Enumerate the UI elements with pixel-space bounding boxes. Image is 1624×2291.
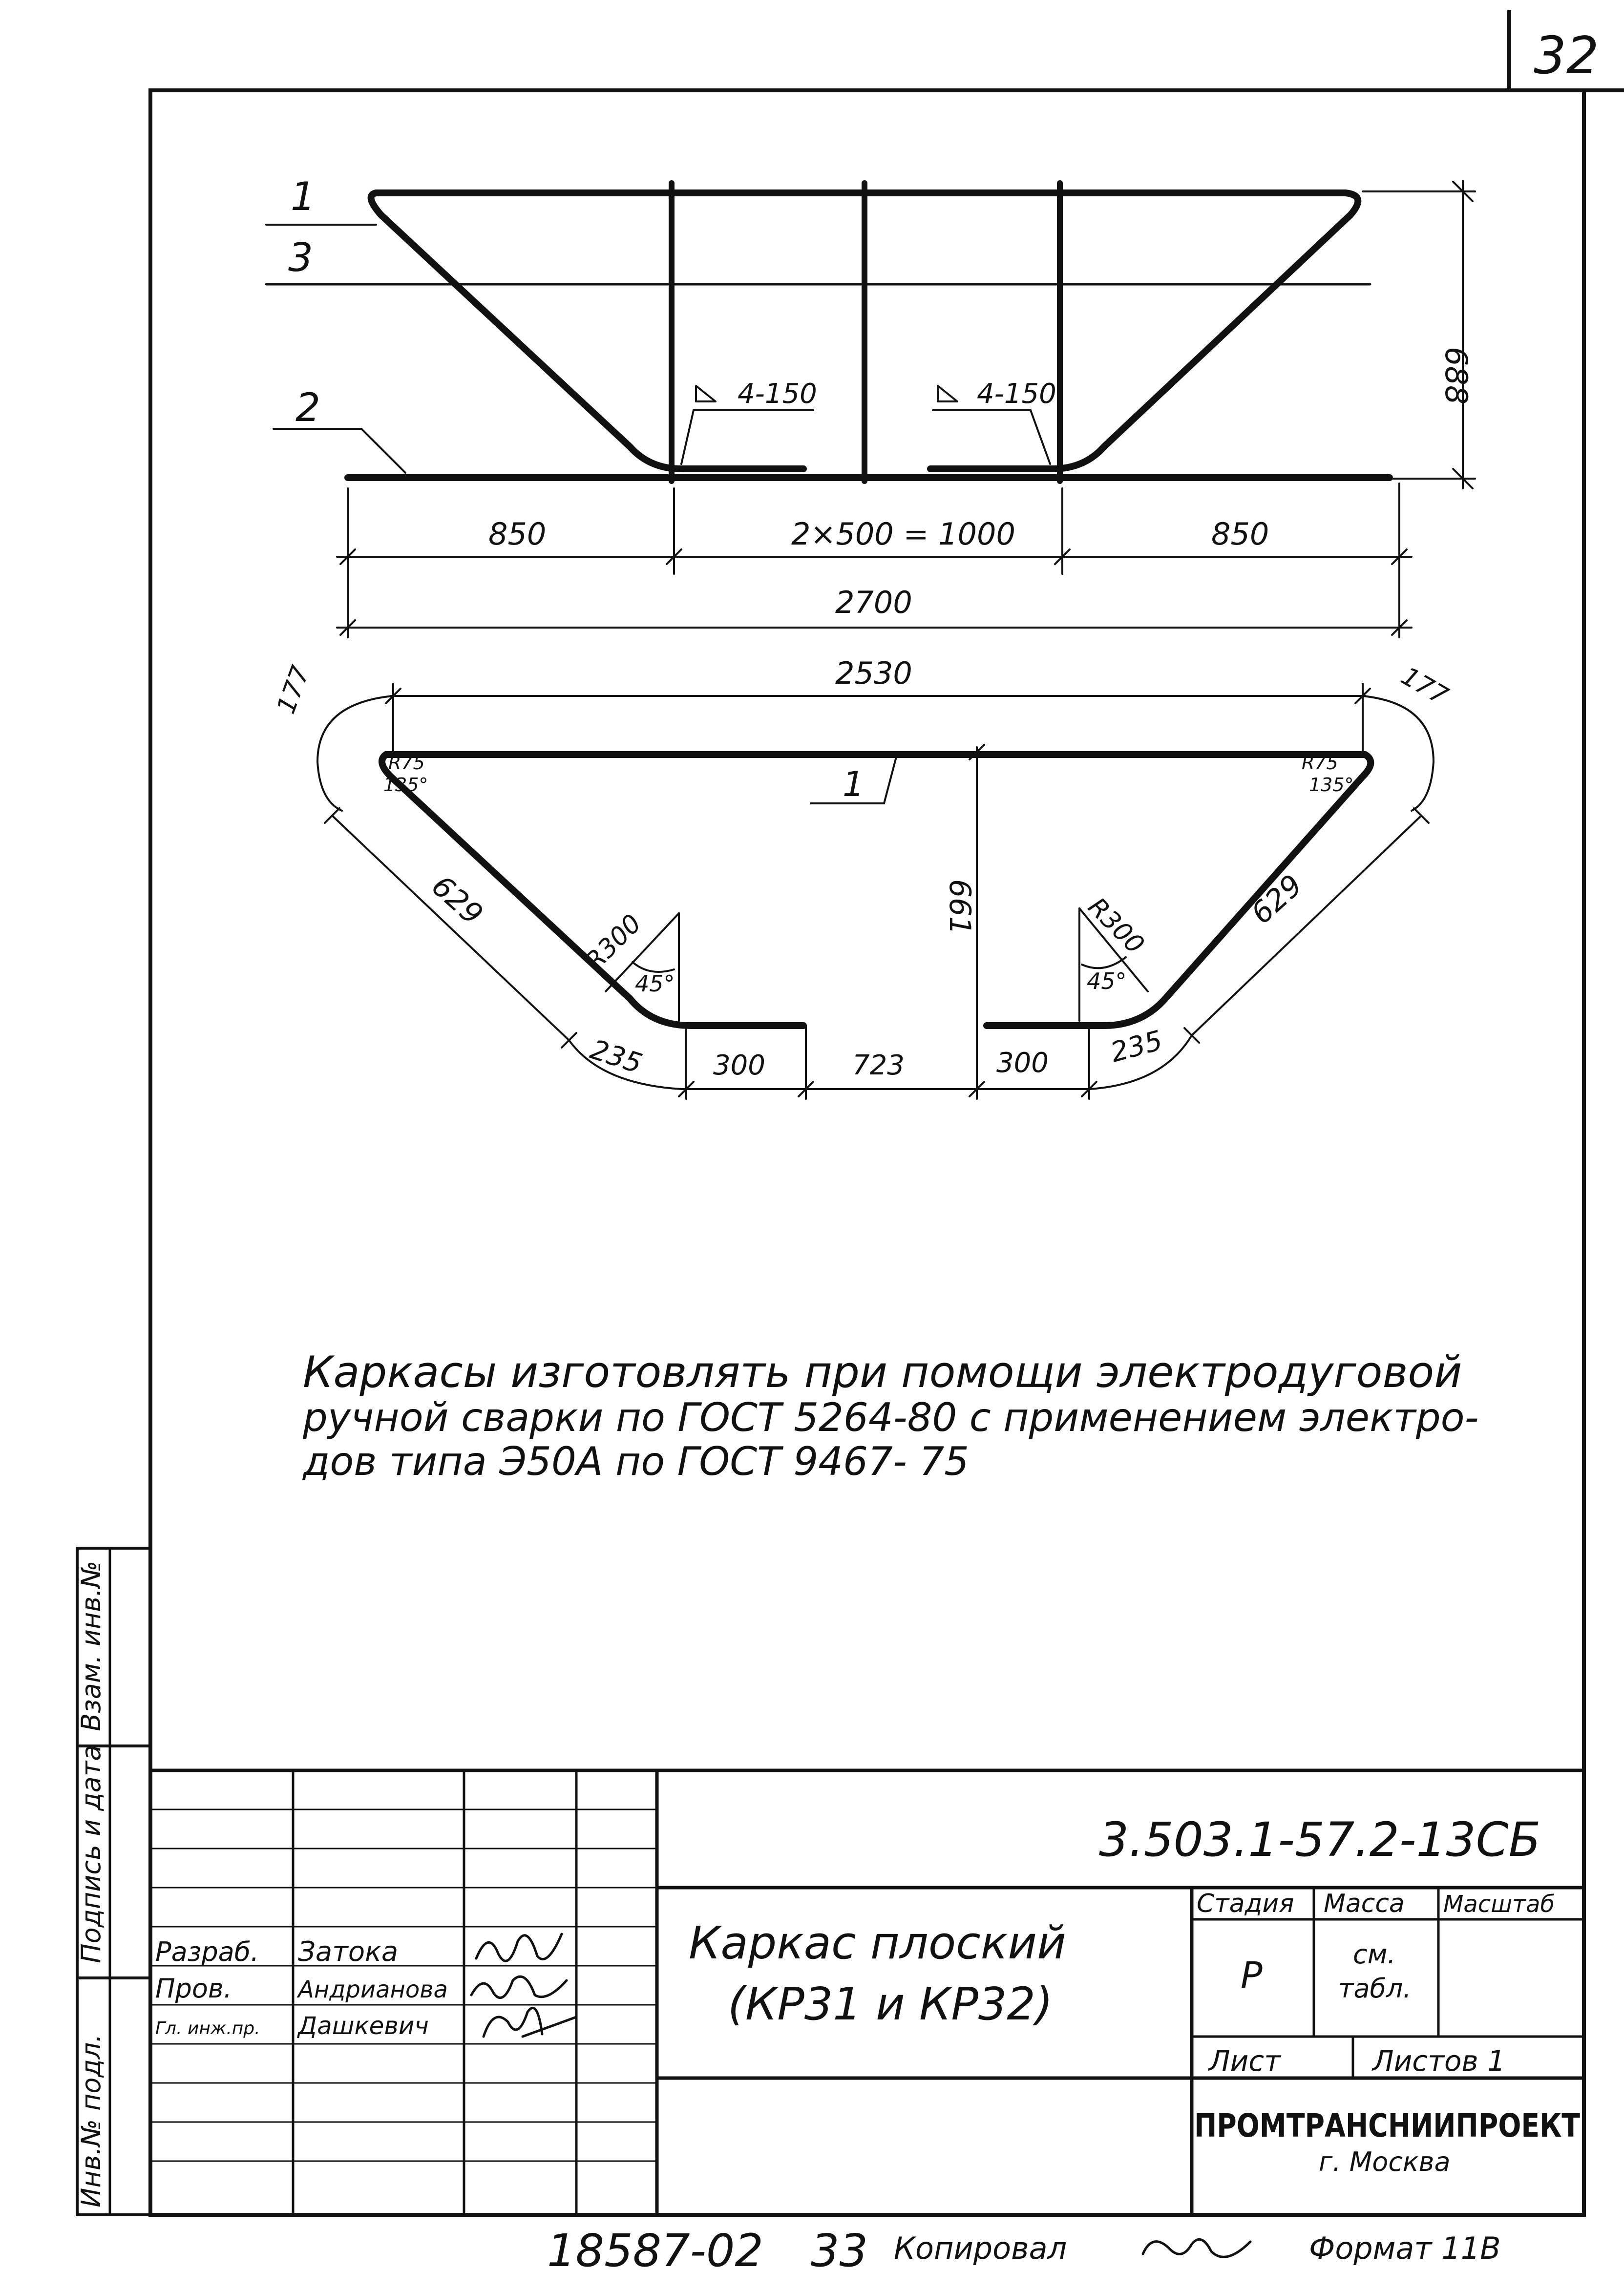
dim-629-right: 629 xyxy=(1244,868,1309,931)
doc-code: 3.503.1-57.2-13СБ xyxy=(1099,1812,1541,1867)
welding-note: Каркасы изготовлять при помощи электроду… xyxy=(302,1347,1478,1484)
callout-1: 1 xyxy=(291,174,316,219)
dim-235-right: 235 xyxy=(1107,1025,1166,1069)
callout-3: 3 xyxy=(288,235,313,280)
stage-value: Р xyxy=(1241,1955,1263,1997)
top-frame-drawing xyxy=(265,180,1476,638)
footer-format: Формат 11В xyxy=(1309,2230,1501,2266)
drawing-frame xyxy=(148,88,1586,2217)
name-2: Андрианова xyxy=(296,1976,448,2003)
dim-850-left: 850 xyxy=(488,516,546,552)
callout-2: 2 xyxy=(295,385,320,430)
mass-value-1: см. xyxy=(1353,1939,1396,1970)
dim-723: 723 xyxy=(852,1050,905,1081)
mass-header: Масса xyxy=(1324,1889,1405,1918)
footer-inv-no: 18587-02 xyxy=(547,2225,763,2277)
top-frame-labels: 1 3 2 4-150 4-150 688 850 2×500 = 1000 8… xyxy=(288,174,1474,620)
dim-2530: 2530 xyxy=(835,655,912,691)
note-line-1: Каркасы изготовлять при помощи электроду… xyxy=(303,1347,1462,1397)
stamp-inv-orig: Инв.№ подл. xyxy=(76,2034,106,2207)
dim-1000-mid: 2×500 = 1000 xyxy=(791,516,1015,552)
name-1: Затока xyxy=(298,1936,398,1968)
stamp-sign-date: Подпись и дата xyxy=(76,1745,106,1963)
weld-label-left: 4-150 xyxy=(738,378,817,410)
signatures xyxy=(470,1933,578,2038)
org-city: г. Москва xyxy=(1319,2146,1451,2177)
dim-629-left: 629 xyxy=(425,869,489,932)
angle-135-left: 135° xyxy=(383,774,428,796)
name-3: Дашкевич xyxy=(297,2012,429,2040)
side-stamp xyxy=(76,1547,152,2216)
role-1: Разраб. xyxy=(155,1936,259,1967)
dim-661: 661 xyxy=(943,879,977,935)
note-line-3: дов типа Э50А по ГОСТ 9467- 75 xyxy=(302,1439,969,1484)
footer-copied: Копировал xyxy=(894,2230,1067,2266)
role-3: Гл. инж.пр. xyxy=(155,2018,260,2039)
copier-signature xyxy=(1141,2238,1252,2258)
stage-header: Стадия xyxy=(1197,1889,1294,1918)
sheets-header: Листов 1 xyxy=(1371,2044,1505,2078)
note-line-2: ручной сварки по ГОСТ 5264-80 с применен… xyxy=(302,1395,1478,1440)
sheet-number: 32 xyxy=(1534,26,1599,85)
radius-75-right: R75 xyxy=(1302,752,1338,774)
stamp-inv-replace: Взам. инв.№ xyxy=(76,1561,106,1731)
callout-1-bent: 1 xyxy=(843,764,865,804)
dim-2700-total: 2700 xyxy=(835,585,912,620)
dim-177-left: 177 xyxy=(272,662,316,718)
radius-75-left: R75 xyxy=(388,752,425,774)
bent-bar-drawing xyxy=(316,683,1434,1100)
dim-177-right: 177 xyxy=(1396,661,1453,711)
scale-header: Масштаб xyxy=(1443,1891,1555,1918)
bent-bar-labels: 2530 177 177 R75 135° R75 135° 1 661 629… xyxy=(272,655,1453,1081)
title-line-1: Каркас плоский xyxy=(689,1917,1066,1969)
dim-300-left: 300 xyxy=(713,1050,765,1081)
dim-300-right: 300 xyxy=(996,1047,1049,1079)
angle-45-left: 45° xyxy=(635,970,675,997)
radius-300-right: R300 xyxy=(1082,892,1150,960)
bar-1-top xyxy=(367,189,1362,472)
role-2: Пров. xyxy=(155,1973,232,2004)
sheet-header: Лист xyxy=(1208,2044,1282,2078)
angle-135-right: 135° xyxy=(1309,774,1354,796)
mass-value-2: табл. xyxy=(1338,1973,1412,2004)
dim-235-left: 235 xyxy=(587,1033,646,1080)
title-block xyxy=(150,1768,1584,2215)
weld-label-right: 4-150 xyxy=(977,378,1056,410)
dim-850-right: 850 xyxy=(1211,516,1269,552)
footer-page: 33 xyxy=(811,2225,868,2277)
sheet-number-box: 32 xyxy=(1507,10,1624,92)
dim-height-688: 688 xyxy=(1438,347,1474,404)
angle-45-right: 45° xyxy=(1087,968,1127,994)
bar-1-bent xyxy=(379,751,1374,1029)
title-line-2: (КР31 и КР32) xyxy=(728,1978,1053,2030)
org-name: ПРОМТРАНСНИИПРОЕКТ xyxy=(1194,2107,1580,2144)
